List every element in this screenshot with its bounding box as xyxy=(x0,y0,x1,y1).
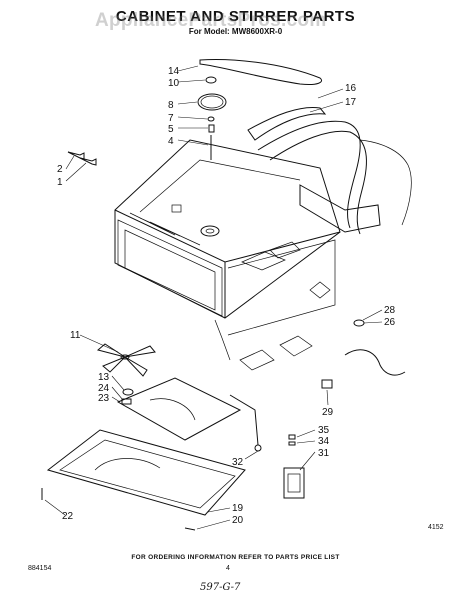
callout-label: 24 xyxy=(98,383,110,394)
cabinet-part xyxy=(114,139,341,371)
belt-part xyxy=(199,59,323,85)
tube-part xyxy=(229,394,259,446)
callout-labels: 14 10 8 7 5 4 2 1 16 17 28 26 11 13 24 2… xyxy=(57,66,396,526)
duct-part xyxy=(247,106,327,141)
spacer-part xyxy=(207,116,215,122)
callout-label: 14 xyxy=(168,66,180,77)
watermark: AppliancePartsPros.com xyxy=(95,10,327,31)
callout-label: 29 xyxy=(322,407,334,418)
screw-part xyxy=(79,157,97,166)
clip-part xyxy=(321,379,333,389)
callout-label: 4 xyxy=(168,136,174,147)
callout-label: 32 xyxy=(232,457,244,468)
figure-code: 4152 xyxy=(428,524,444,531)
callout-label: 7 xyxy=(168,113,174,124)
callout-label: 10 xyxy=(168,78,180,89)
screw-part xyxy=(67,151,85,160)
screw-part xyxy=(184,527,196,531)
duct-part xyxy=(299,184,381,233)
ordering-note: FOR ORDERING INFORMATION REFER TO PARTS … xyxy=(131,554,340,561)
cord-part xyxy=(344,349,406,376)
callout-label: 26 xyxy=(384,317,396,328)
callout-label: 19 xyxy=(232,503,244,514)
callout-label: 17 xyxy=(345,97,357,108)
model-line: For Model: MW8600XR-0 xyxy=(188,27,283,36)
handwritten-note: 597-G-7 xyxy=(200,582,241,593)
page-title: CABINET AND STIRRER PARTS xyxy=(115,8,356,25)
callout-label: 13 xyxy=(98,372,110,383)
callout-label: 22 xyxy=(62,511,74,522)
callout-label: 8 xyxy=(168,100,174,111)
washer-part xyxy=(288,441,296,446)
callout-label: 16 xyxy=(345,83,357,94)
callout-label: 5 xyxy=(168,124,174,135)
nut-part xyxy=(122,388,134,396)
spacer-part xyxy=(208,124,215,133)
washer-part xyxy=(121,398,132,405)
bottom-plate-part xyxy=(46,429,246,516)
duct-part xyxy=(257,120,361,229)
callout-label: 11 xyxy=(70,330,81,341)
callout-label: 1 xyxy=(57,177,63,188)
switch-part xyxy=(283,467,305,499)
grommet-part xyxy=(353,319,365,327)
callout-label: 2 xyxy=(57,164,63,175)
document-number: 884154 xyxy=(28,565,52,572)
hub-part xyxy=(205,76,217,84)
nut-part xyxy=(288,434,296,440)
callout-label: 31 xyxy=(318,448,330,459)
callout-label: 20 xyxy=(232,515,244,526)
page-number: 4 xyxy=(226,565,230,572)
callout-label: 34 xyxy=(318,436,330,447)
callout-label: 28 xyxy=(384,305,396,316)
callout-label: 23 xyxy=(98,393,110,404)
bracket-part xyxy=(116,377,242,441)
callout-label: 35 xyxy=(318,425,330,436)
gear-part xyxy=(197,93,227,111)
fan-blade-part xyxy=(96,343,156,377)
